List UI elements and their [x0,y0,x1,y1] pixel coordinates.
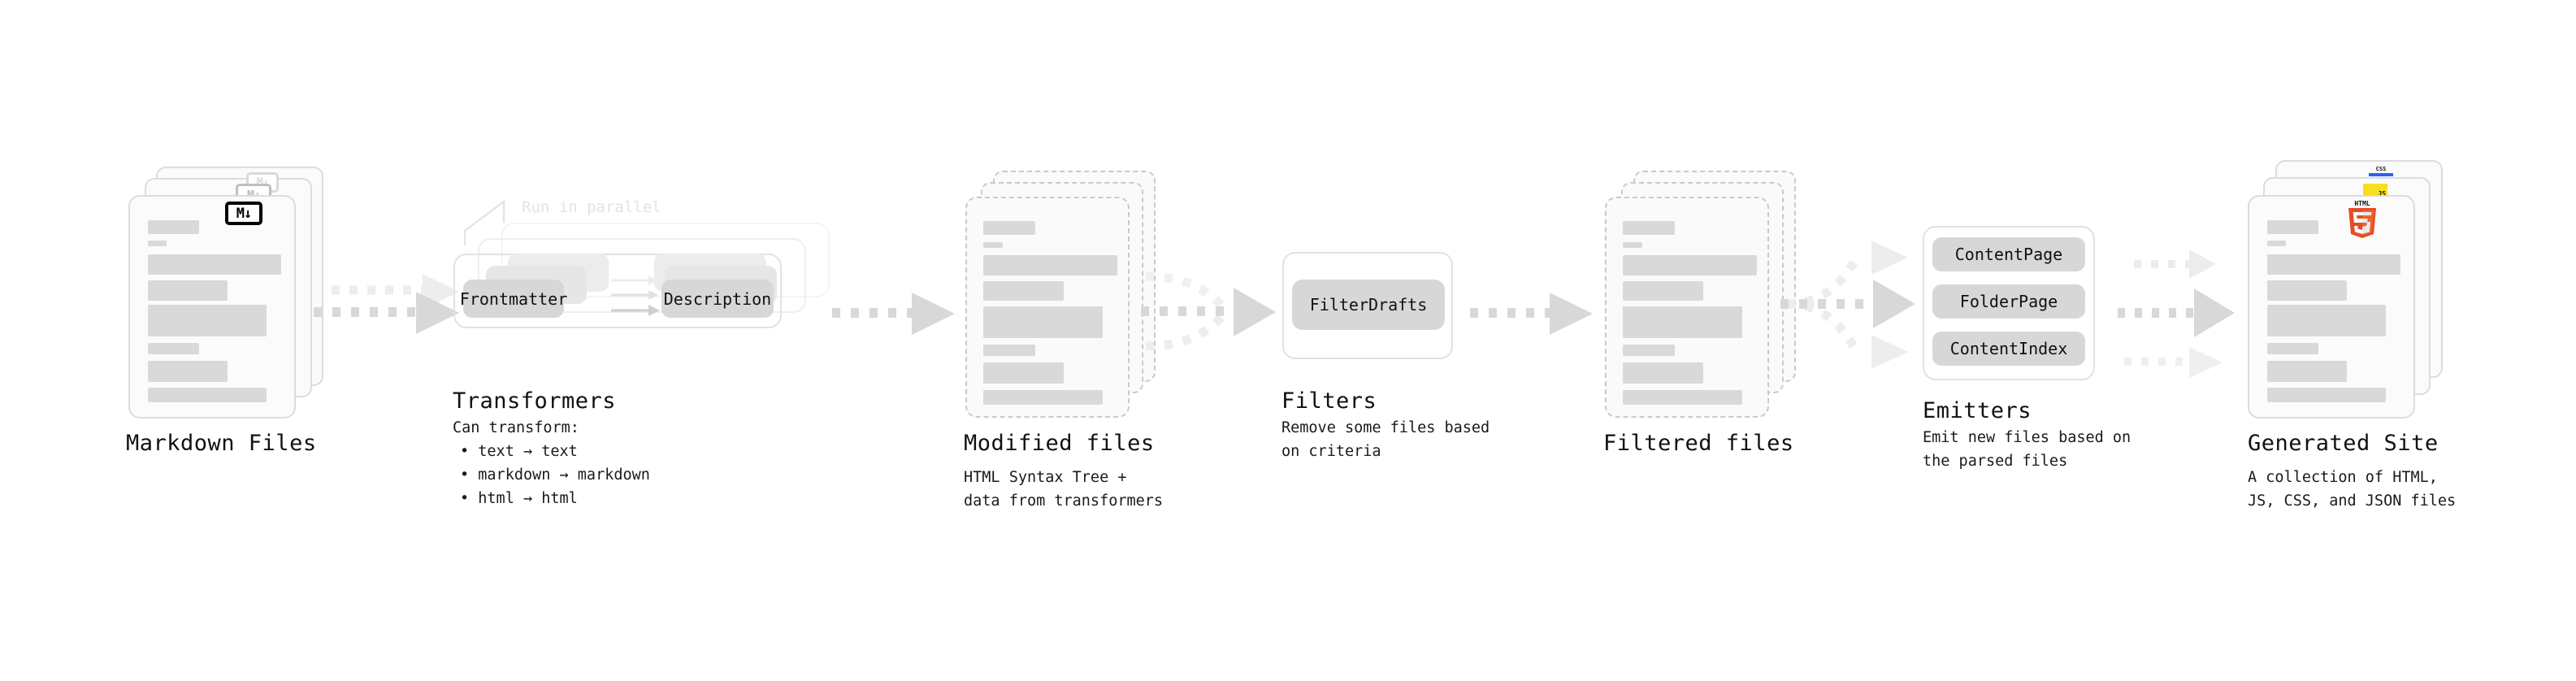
placeholder-title-bar [148,220,199,234]
subcaption-generated-site: A collection of HTML, JS, CSS, and JSON … [2248,469,2457,510]
placeholder-line [1623,390,1742,405]
transformer-panel-back1 [478,238,806,313]
css3-badge-underline [2369,173,2393,176]
placeholder-line [983,362,1064,384]
filtered-file-sheet-front [1605,197,1769,418]
chip-frontmatter[interactable]: Frontmatter [459,280,568,318]
chip-filter-drafts[interactable]: FilterDrafts [1292,280,1445,330]
placeholder-line [148,254,281,275]
arrow-filtered-to-emitters [1780,241,1915,369]
chip-folder-page[interactable]: FolderPage [1932,284,2085,319]
chip-content-page[interactable]: ContentPage [1932,237,2085,271]
placeholder-line [1623,345,1675,356]
placeholder-sub-bar [2267,241,2286,246]
subcaption-modified-files: HTML Syntax Tree + data from transformer… [964,469,1164,510]
markdown-badge-label: M↓ [236,205,253,222]
chip-folder-page-label: FolderPage [1959,292,2058,311]
arrow-filters-to-filtered [1470,293,1593,335]
placeholder-line [148,361,228,382]
placeholder-sub-bar [983,242,1003,248]
placeholder-line [2267,343,2318,354]
subcaption-transformers-title: Can transform: [453,419,579,436]
placeholder-title-bar [2267,220,2318,234]
placeholder-title-bar [983,221,1035,235]
html5-badge: HTML [2347,200,2378,239]
chip-filter-drafts-label: FilterDrafts [1309,295,1428,314]
subcaption-transformers-bullets: • text → text • markdown → markdown • ht… [460,443,650,507]
caption-modified-files: Modified files [964,431,1155,456]
placeholder-line [983,281,1064,301]
chip-content-index[interactable]: ContentIndex [1932,332,2085,366]
modified-file-sheet-front [965,197,1130,418]
chip-content-page-label: ContentPage [1954,245,2063,264]
placeholder-line [148,305,267,336]
css3-badge-label: CSS [2375,166,2387,172]
placeholder-line [1623,281,1703,301]
placeholder-line [1623,306,1742,338]
arrow-emitters-to-site [2118,249,2235,378]
placeholder-line [148,280,228,301]
subcaption-emitters: Emit new files based on the parsed files [1923,429,2131,470]
chip-description[interactable]: Description [661,280,774,318]
placeholder-line [2267,388,2386,402]
placeholder-line [148,343,199,354]
annotation-run-in-parallel: Run in parallel [522,198,661,216]
chip-content-index-label: ContentIndex [1949,339,2068,358]
placeholder-line [983,306,1103,338]
css3-badge: CSS [2369,166,2393,179]
chip-frontmatter-label: Frontmatter [459,288,568,309]
caption-emitters: Emitters [1923,398,2032,423]
markdown-file-sheet-front [128,195,296,419]
transformer-inner-arrows [611,275,660,316]
placeholder-line [1623,255,1757,275]
markdown-badge-front: M↓ [225,202,262,225]
subcaption-filters: Remove some files based on criteria [1281,419,1490,460]
html5-badge-wordmark: HTML [2354,200,2370,207]
emitters-panel [1923,226,2095,380]
placeholder-line [2267,254,2400,275]
placeholder-line [983,345,1035,356]
arrow-markdown-to-transformers [314,274,459,334]
arrow-transformers-to-modified [832,293,955,335]
transformer-panel-front [453,254,782,328]
js-badge: JS [2363,184,2387,197]
placeholder-line [148,388,267,402]
caption-filtered-files: Filtered files [1603,431,1794,456]
placeholder-sub-bar [148,241,167,246]
placeholder-line [1623,362,1703,384]
placeholder-sub-bar [1623,242,1642,248]
run-in-parallel-leader [463,199,505,245]
arrow-modified-to-filters [1141,271,1276,351]
placeholder-title-bar [1623,221,1675,235]
placeholder-line [983,390,1103,405]
js-badge-label: JS [2378,190,2386,197]
caption-filters: Filters [1281,388,1377,414]
caption-transformers: Transformers [453,388,617,414]
placeholder-line [983,255,1117,275]
placeholder-line [2267,280,2347,301]
filters-panel [1282,252,1453,359]
generated-site-sheet-front [2248,195,2415,419]
placeholder-line [2267,361,2347,382]
caption-markdown-files: Markdown Files [126,431,317,456]
placeholder-line [2267,305,2386,336]
chip-description-label: Description [663,288,772,309]
caption-generated-site: Generated Site [2248,431,2439,456]
